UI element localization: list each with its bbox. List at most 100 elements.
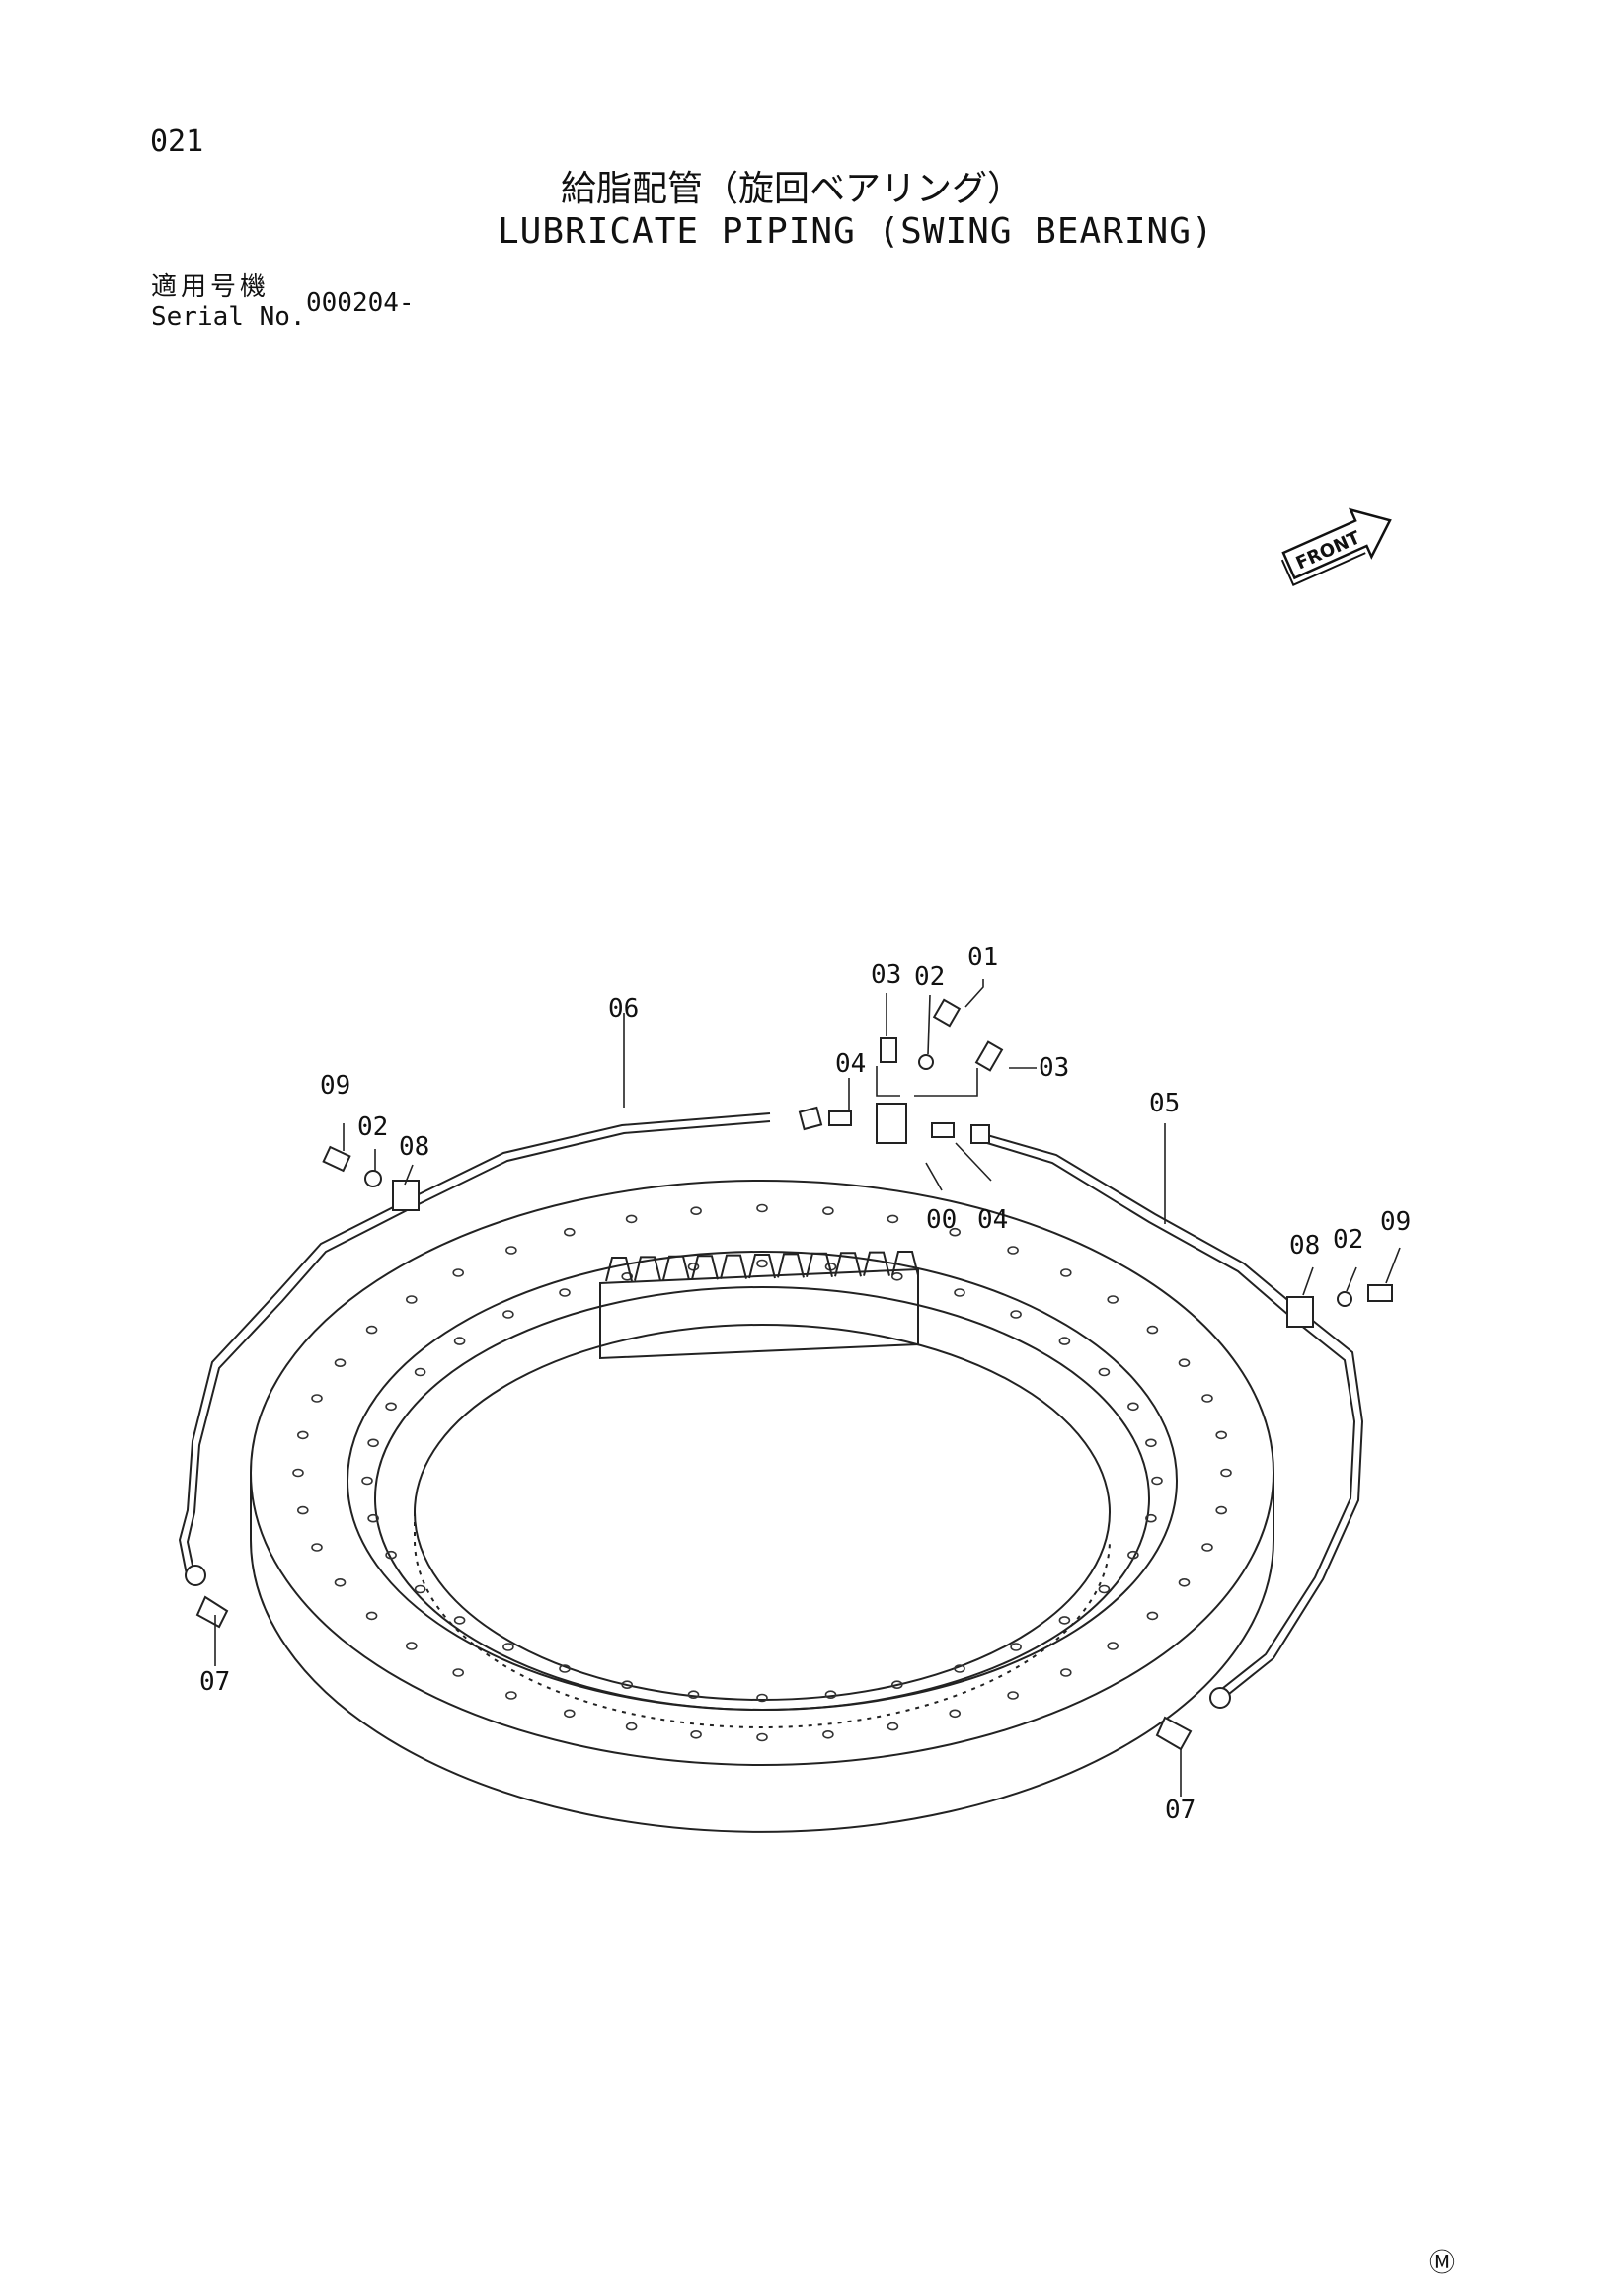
bolt-hole [502,1310,514,1319]
washer-02-top [918,1054,934,1070]
adapter-04-right [931,1122,955,1138]
bolt-hole [365,1611,378,1621]
bolt-09-left [322,1145,351,1173]
nut-07-right [1209,1687,1231,1709]
gear-tooth [662,1255,690,1281]
bolt-hole [822,1206,834,1215]
bolt-hole [954,1288,965,1297]
bolt-hole [367,1438,379,1448]
bolt-hole [1151,1476,1163,1486]
bolt-hole [559,1664,571,1673]
washer-02-left [364,1170,382,1187]
callout-03-right: 03 [1039,1053,1069,1083]
bolt-hole [452,1668,465,1677]
pipe-fittings [185,998,1393,1751]
nut-fitting-06 [798,1106,823,1131]
bolt-hole [334,1358,347,1367]
callout-07-left: 07 [199,1667,230,1697]
bolt-hole [453,1616,466,1625]
bolt-hole [690,1206,702,1215]
gear-tooth [834,1252,862,1277]
clamp-08-right [1286,1296,1314,1328]
bolt-hole [1178,1578,1191,1587]
bolt-hole [1127,1402,1139,1412]
callout-00: 00 [926,1205,957,1235]
bolt-hole [890,1272,903,1281]
bolt-hole [1178,1358,1191,1367]
bolt-hole [690,1730,702,1739]
bolt-hole [1098,1584,1111,1594]
bolt-hole [949,1709,962,1719]
bolt-hole [311,1543,323,1552]
bolt-hole [292,1468,304,1478]
bolt-hole [559,1288,571,1297]
nut-fitting-05 [970,1124,990,1144]
callout-04-top: 04 [835,1049,866,1079]
bolt-hole [1060,1268,1072,1277]
bolt-hole [1107,1642,1119,1650]
serial-label-english: Serial No. [151,302,306,332]
bolt-hole [822,1730,834,1739]
elbow-07-left [195,1595,229,1629]
gear-tooth [634,1256,661,1281]
bolt-hole [954,1664,965,1673]
bolt-09-right [1367,1284,1393,1302]
bolt-hole [1058,1337,1071,1345]
nipple-03-right [974,1040,1004,1072]
bolt-hole [621,1272,634,1281]
bolt-hole [296,1505,309,1515]
bolt-hole [625,1214,638,1224]
bolt-hole [687,1263,700,1271]
nipple-03-left [880,1037,897,1063]
bolt-hole [1010,1310,1022,1319]
bolt-hole [367,1513,379,1523]
bolt-hole [334,1578,347,1587]
bolt-hole [505,1691,517,1700]
bolt-hole [1007,1691,1019,1700]
front-arrow-icon: FRONT [1280,507,1392,587]
bolt-hole [1215,1505,1227,1515]
gear-tooth [691,1255,719,1280]
callout-06: 06 [608,994,639,1024]
bolt-hole [1146,1611,1159,1621]
callout-08-right: 08 [1289,1231,1320,1261]
swing-bearing-ring [250,1180,1274,1833]
bolt-hole [1146,1325,1159,1335]
bolt-hole [824,1690,837,1699]
bolt-hole [414,1584,426,1594]
washer-02-right [1337,1291,1352,1307]
bolt-hole [414,1367,426,1377]
gear-tooth [605,1257,633,1282]
serial-number-value: 000204- [306,288,415,318]
callout-02-right: 02 [1333,1225,1363,1255]
bolt-hole [1098,1367,1111,1377]
bolt-hole [1145,1513,1157,1523]
bolt-hole [1201,1543,1213,1552]
bolt-hole [502,1643,514,1651]
footer-mark: Ⓜ [1429,2249,1456,2278]
gear-tooth [891,1251,919,1276]
bolt-hole [887,1722,899,1731]
bolt-hole [1058,1616,1071,1625]
bolt-hole [505,1246,517,1255]
bolt-hole [887,1214,899,1224]
callout-01: 01 [967,943,998,972]
grease-block-00 [876,1103,907,1144]
bolt-hole [1220,1468,1232,1478]
front-label: FRONT [1293,527,1364,574]
callout-labels: 01 02 03 03 04 04 00 05 06 07 07 08 08 0… [199,943,1411,1825]
bolt-hole [1145,1438,1157,1448]
bolt-hole [1010,1643,1022,1651]
bolt-hole [453,1337,466,1345]
bolt-hole [1060,1668,1072,1677]
callout-02-top: 02 [914,962,945,992]
bolt-hole [385,1550,397,1560]
bolt-hole [1007,1246,1019,1255]
callout-09-right: 09 [1380,1207,1411,1237]
bolt-hole [405,1295,418,1304]
bolt-hole [949,1227,962,1237]
page-title-english: LUBRICATE PIPING (SWING BEARING) [498,211,1214,252]
page-number: 021 [150,124,204,159]
bolt-hole [405,1642,418,1650]
